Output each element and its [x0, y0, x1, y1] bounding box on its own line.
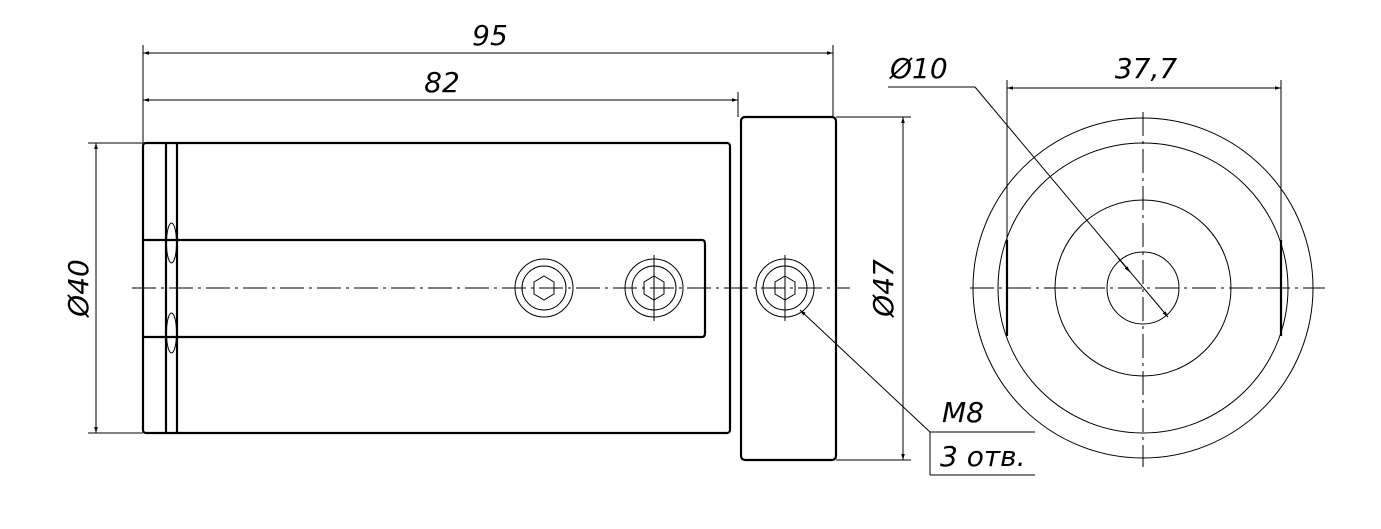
dimension-d47: Ø47: [836, 116, 911, 461]
svg-text:95: 95: [472, 19, 508, 52]
dimension-95: 95: [142, 19, 834, 143]
svg-text:3 отв.: 3 отв.: [940, 440, 1026, 473]
thread-callout: M8 3 отв.: [799, 309, 1035, 476]
bolt-3: [755, 255, 815, 321]
groove-slot-end: [166, 222, 177, 264]
svg-text:Ø47: Ø47: [867, 259, 900, 318]
side-view: [970, 112, 1325, 467]
svg-text:Ø40: Ø40: [62, 259, 95, 318]
dimension-d40: Ø40: [62, 142, 143, 434]
front-view: [132, 115, 850, 462]
dimension-82: 82: [143, 66, 739, 117]
hex-socket-icon: [533, 275, 555, 301]
dimension-37-7: 37,7: [1006, 52, 1282, 240]
groove-slot-end: [166, 312, 177, 354]
svg-text:82: 82: [424, 66, 460, 99]
svg-text:37,7: 37,7: [1115, 52, 1178, 85]
svg-text:M8: M8: [942, 396, 984, 429]
bolt-2: [624, 255, 684, 321]
svg-text:Ø10: Ø10: [889, 52, 948, 85]
bolt-1: [514, 258, 574, 318]
dimension-d10: Ø10: [888, 52, 1169, 318]
